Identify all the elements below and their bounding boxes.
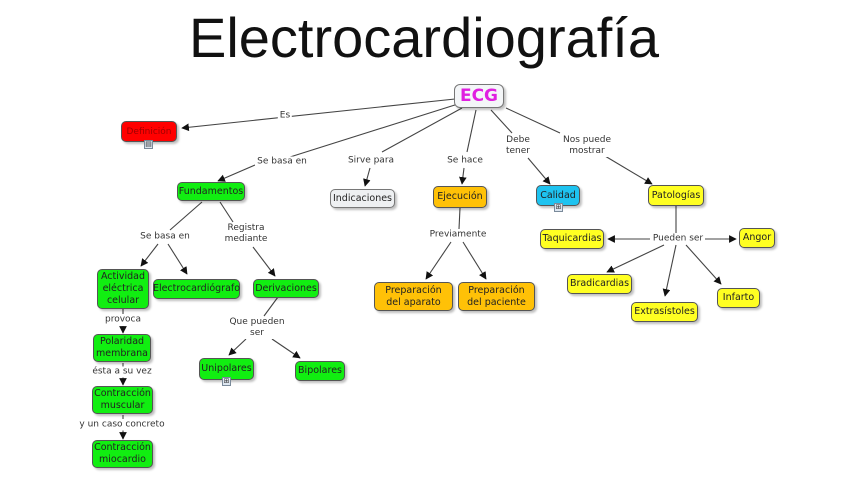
node-taquicardias[interactable]: Taquicardias [540, 229, 604, 249]
node-indicaciones[interactable]: Indicaciones [330, 189, 395, 208]
node-bradicardias-label: Bradicardias [569, 278, 630, 289]
node-actividad-label: Actividad eléctrica celular [100, 271, 146, 306]
line-ecg-sehace [466, 109, 477, 153]
node-fundamentos-label: Fundamentos [178, 185, 244, 197]
line-der-que [263, 296, 279, 317]
link-label-se-hace: Se hace [445, 155, 485, 167]
link-label-sirve-para: Sirve para [345, 155, 397, 167]
node-angor-label: Angor [742, 232, 772, 243]
line-ecg-sirve [381, 107, 463, 153]
link-label-se-basa-en-2: Se basa en [138, 231, 192, 243]
node-ejecucion-label: Ejecución [437, 191, 483, 202]
node-extrasistoles[interactable]: Extrasístoles [631, 302, 698, 322]
concept-map-resource-icon[interactable]: ⊞ [554, 203, 563, 212]
link-label-esta-a-su-vez: ésta a su vez [90, 366, 154, 378]
node-contraccion-miocardio-label: Contracción miocardio [94, 442, 151, 465]
node-extrasistoles-label: Extrasístoles [634, 306, 695, 317]
node-polaridad-label: Polaridad membrana [96, 336, 148, 359]
node-bradicardias[interactable]: Bradicardias [567, 274, 632, 294]
node-actividad-electrica-celular[interactable]: Actividad eléctrica celular [97, 269, 149, 309]
node-electrocardiografo[interactable]: Electrocardiógrafo [153, 279, 240, 299]
line-pueden-brad [606, 244, 665, 273]
line-sebasa2-elec [167, 243, 188, 275]
line-debe-cal [527, 157, 551, 185]
line-fund-reg [219, 201, 234, 223]
node-bipolares[interactable]: Bipolares [295, 361, 345, 381]
node-infarto[interactable]: Infarto [717, 288, 760, 308]
node-preparacion-aparato[interactable]: Preparación del aparato [374, 282, 453, 311]
line-ecg-debe [490, 109, 513, 134]
link-label-nos-puede-mostrar: Nos puede mostrar [559, 135, 615, 157]
line-nos-pat [604, 155, 653, 185]
line-fund-sebasa2 [169, 201, 203, 231]
link-label-registra-mediante: Registra mediante [221, 223, 271, 245]
node-indicaciones-label: Indicaciones [332, 192, 393, 204]
line-prev-apar [425, 241, 452, 280]
node-contraccion-muscular[interactable]: Contracción muscular [92, 386, 153, 414]
node-preparacion-paciente[interactable]: Preparación del paciente [458, 282, 535, 311]
line-ejec-prev [458, 207, 461, 230]
link-label-pueden-ser: Pueden ser [650, 233, 706, 245]
link-label-y-un-caso-concreto: y un caso concreto [77, 419, 167, 431]
node-ejecucion[interactable]: Ejecución [433, 186, 487, 208]
line-pueden-inf [685, 244, 722, 285]
link-label-se-basa-en: Se basa en [255, 156, 309, 168]
node-contraccion-muscular-label: Contracción muscular [94, 388, 151, 411]
line-ecg-es [181, 98, 456, 132]
link-label-que-pueden-ser: Que pueden ser [227, 317, 287, 339]
node-calidad-label: Calidad [540, 189, 576, 201]
slide-title: Electrocardiografía [188, 6, 659, 69]
node-derivaciones[interactable]: Derivaciones [253, 279, 319, 298]
link-label-provoca: provoca [102, 314, 144, 326]
node-definicion-label: Definición [126, 126, 172, 137]
node-electrocardiografo-label: Electrocardiógrafo [152, 283, 241, 294]
node-patologias-label: Patologías [651, 189, 701, 201]
line-sebasa2-act [140, 243, 159, 267]
node-definicion[interactable]: Definición [121, 121, 177, 142]
line-sebasa-fund [217, 164, 256, 182]
line-prev-pac [462, 241, 487, 280]
line-que-bip [271, 338, 301, 359]
node-bipolares-label: Bipolares [298, 365, 342, 376]
node-prep-paciente-label: Preparación del paciente [467, 284, 526, 308]
node-infarto-label: Infarto [722, 292, 755, 303]
node-polaridad-membrana[interactable]: Polaridad membrana [93, 334, 151, 362]
node-contraccion-miocardio[interactable]: Contracción miocardio [92, 440, 153, 468]
link-label-es: Es [277, 110, 293, 122]
line-reg-der [252, 246, 276, 277]
node-angor[interactable]: Angor [739, 228, 775, 248]
link-label-previamente: Previamente [427, 229, 489, 241]
node-ecg[interactable]: ECG [454, 84, 504, 108]
node-prep-aparato-label: Preparación del aparato [385, 284, 442, 308]
node-unipolares-label: Unipolares [201, 363, 252, 374]
line-sehace-ejec [459, 167, 467, 185]
node-taquicardias-label: Taquicardias [542, 233, 602, 244]
node-fundamentos[interactable]: Fundamentos [177, 182, 245, 201]
line-sirve-ind [363, 167, 371, 187]
node-ecg-label: ECG [459, 86, 499, 106]
line-ecg-nos [505, 107, 561, 134]
line-pueden-ext [662, 244, 677, 297]
concept-map-resource-icon[interactable]: ⊞ [222, 377, 231, 386]
node-derivaciones-label: Derivaciones [255, 282, 317, 294]
line-que-uni [228, 338, 247, 356]
node-patologias[interactable]: Patologías [648, 185, 704, 206]
link-label-debe-tener: Debe tener [501, 135, 535, 157]
document-resource-icon[interactable]: ▤ [144, 140, 153, 149]
line-ecg-sebasa [289, 103, 459, 158]
